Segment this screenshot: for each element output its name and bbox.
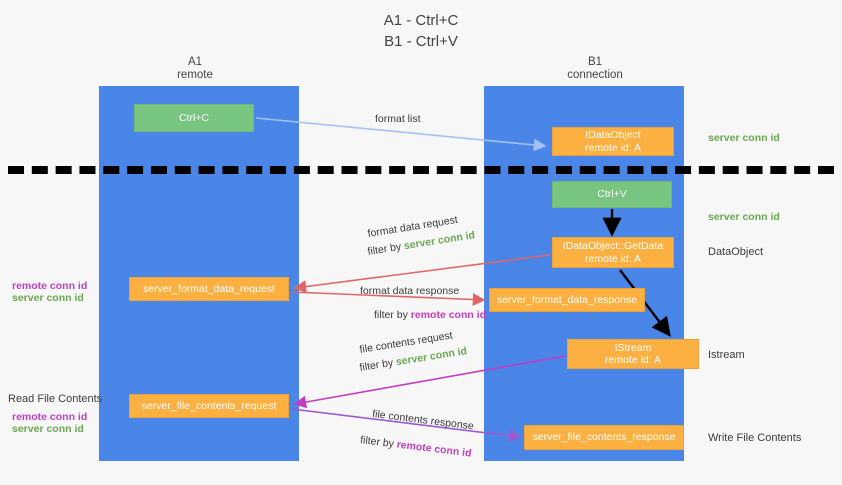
- edge-label-format-data-response: format data response: [360, 285, 486, 301]
- arrow-format-list: [255, 117, 547, 152]
- left-label-server-conn-id-2: server conn id: [12, 423, 84, 435]
- node-server-format-data-request-label: server_format_data_request: [143, 282, 275, 295]
- filter-prefix: filter by: [374, 309, 408, 321]
- edge-label-group-format-data-response: format data response filter by remote co…: [360, 285, 486, 325]
- edge-label-format-list: format list: [375, 113, 421, 125]
- node-server-format-data-response[interactable]: server_format_data_response: [489, 288, 645, 312]
- node-server-format-data-response-label: server_format_data_response: [496, 293, 638, 306]
- edge-label-format-data-response-text: format data response: [360, 285, 460, 297]
- right-label-server-conn-id-1: server conn id: [708, 132, 780, 144]
- page-title-line-2: B1 - Ctrl+V: [384, 33, 458, 50]
- lane-header-b1: B1 connection: [515, 56, 675, 82]
- edge-label-group-file-contents-response: file contents response filter by remote …: [360, 408, 475, 460]
- node-server-file-contents-response-label: server_file_contents_response: [532, 431, 676, 444]
- page-title: A1 - Ctrl+C B1 - Ctrl+V: [0, 10, 842, 52]
- dashed-divider: [8, 166, 834, 174]
- node-idataobject-getdata-remote-id: remote id: A: [584, 252, 642, 265]
- right-label-istream: Istream: [708, 349, 745, 361]
- left-label-server-conn-id-1: server conn id: [12, 292, 84, 304]
- node-server-file-contents-response[interactable]: server_file_contents_response: [524, 425, 684, 450]
- arrow-format-data-response: [291, 291, 486, 306]
- node-server-file-contents-request-label: server_file_contents_request: [141, 399, 277, 412]
- lane-header-a1-name: A1: [187, 56, 203, 68]
- right-label-server-conn-id-2: server conn id: [708, 211, 780, 223]
- lane-header-b1-sub: connection: [567, 69, 623, 81]
- lane-header-b1-name: B1: [587, 56, 603, 68]
- arrow-file-contents-request: [293, 355, 566, 409]
- lane-header-a1: A1 remote: [115, 56, 275, 82]
- node-istream-label: IStream: [614, 341, 652, 354]
- edge-label-file-contents-response: file contents response: [371, 408, 475, 436]
- arrow-file-contents-response: [291, 408, 522, 442]
- node-ctrl-v-label: Ctrl+V: [597, 188, 627, 201]
- filter-prefix: filter by: [359, 434, 395, 451]
- left-label-remote-conn-id-2: remote conn id: [12, 411, 88, 423]
- node-idataobject-remote-id: remote id: A: [584, 141, 642, 154]
- right-label-write-file-contents: Write File Contents: [708, 432, 802, 444]
- lane-header-a1-sub: remote: [177, 69, 213, 81]
- node-istream[interactable]: IStream remote id: A: [567, 339, 699, 369]
- node-idataobject-label: IDataObject: [585, 129, 641, 141]
- page-title-line-1: A1 - Ctrl+C: [383, 12, 459, 29]
- edge-label-group-file-contents-request: file contents request filter by server c…: [359, 329, 469, 378]
- node-idataobject-getdata[interactable]: IDataObject::GetData remote id: A: [552, 237, 674, 268]
- node-idataobject[interactable]: IDataObject remote id: A: [552, 127, 674, 156]
- right-label-dataobject: DataObject: [708, 246, 764, 258]
- left-label-remote-conn-id-1: remote conn id: [12, 280, 88, 292]
- node-ctrl-v[interactable]: Ctrl+V: [552, 181, 672, 208]
- node-idataobject-getdata-label: IDataObject::GetData: [562, 240, 664, 252]
- filter-key-remote-conn-id: remote conn id: [410, 309, 487, 321]
- node-istream-remote-id: remote id: A: [604, 354, 662, 366]
- arrow-format-data-request: [293, 254, 551, 293]
- edge-label-format-data-response-filter: filter by remote conn id: [360, 309, 486, 325]
- edge-label-group-format-data-request: format data request filter by server con…: [367, 214, 477, 262]
- node-ctrl-c-label: Ctrl+C: [178, 111, 210, 124]
- edge-label-file-contents-response-text: file contents response: [371, 408, 475, 433]
- node-server-file-contents-request[interactable]: server_file_contents_request: [129, 394, 289, 418]
- node-ctrl-c[interactable]: Ctrl+C: [134, 104, 254, 132]
- left-label-read-file-contents: Read File Contents: [8, 393, 103, 405]
- node-server-format-data-request[interactable]: server_format_data_request: [129, 277, 289, 301]
